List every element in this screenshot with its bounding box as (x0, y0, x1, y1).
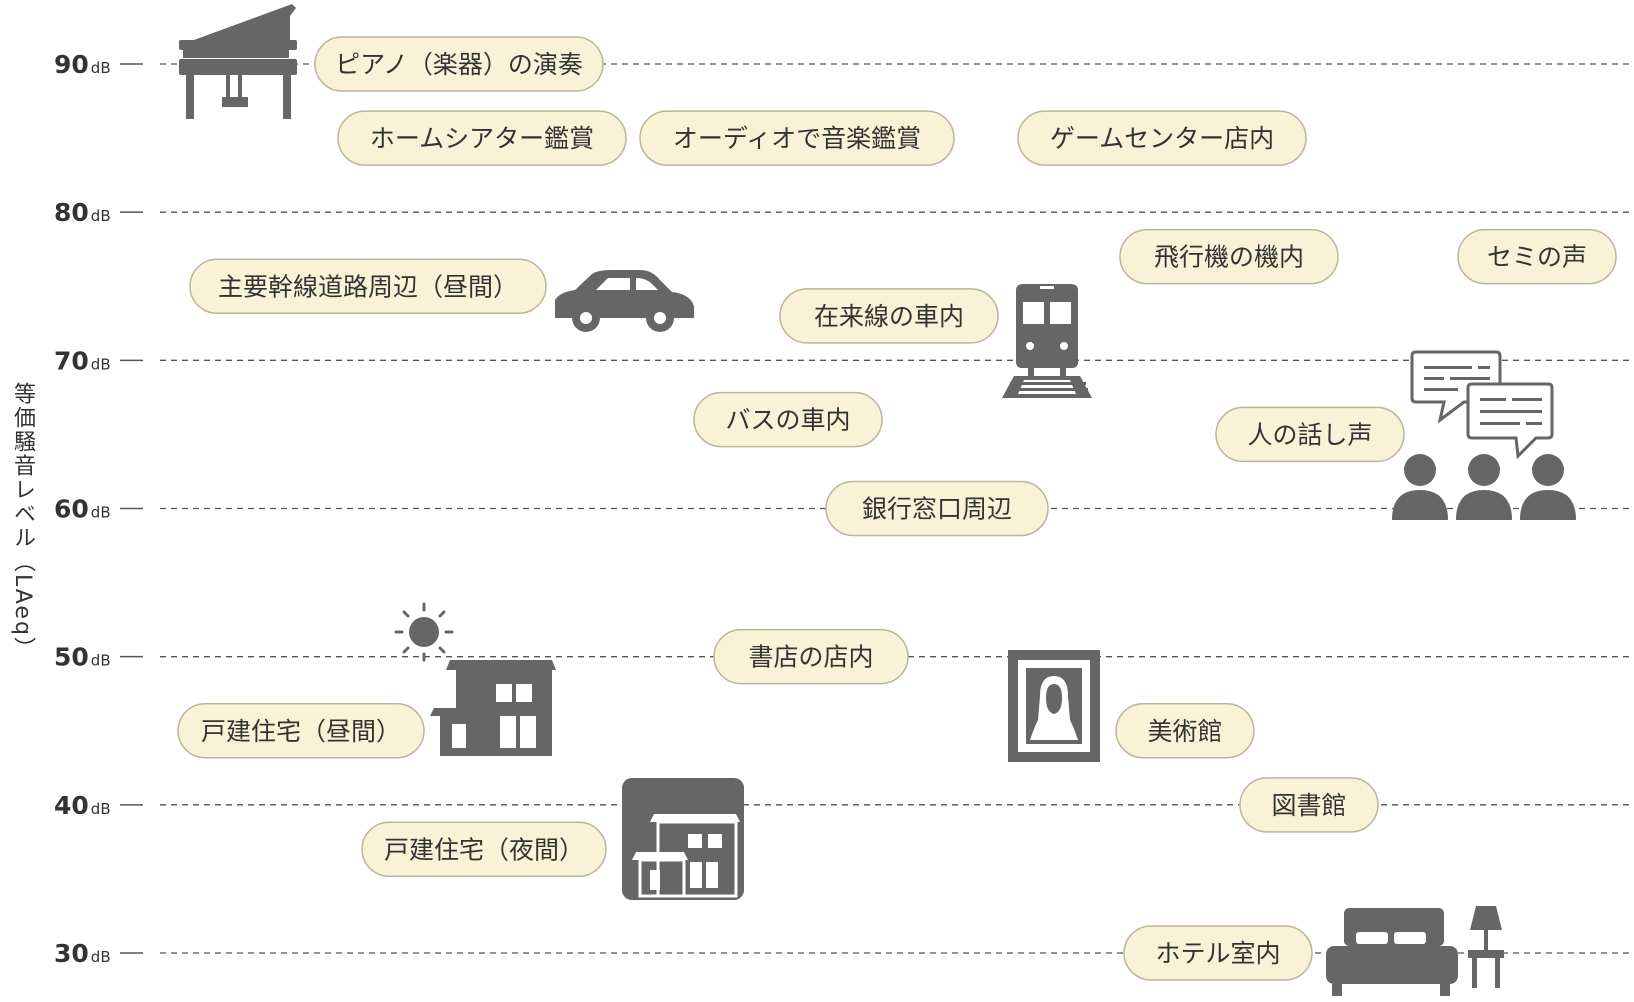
data-point-label: ゲームセンター店内 (1017, 110, 1307, 166)
label-text: 戸建住宅（昼間） (201, 717, 401, 746)
label-pill (177, 703, 425, 759)
data-point-label: 人の話し声 (1215, 406, 1405, 463)
label-pill (1115, 703, 1255, 759)
label-pill (361, 821, 607, 878)
y-axis-title-wrap: 等価騒音レベル（LAeq） (6, 382, 46, 661)
label-text: ホテル室内 (1155, 939, 1280, 968)
label-text: 戸建住宅（夜間） (384, 835, 584, 864)
label-text: 書店の店内 (748, 643, 873, 672)
label-pill (713, 628, 909, 685)
house-icon (430, 660, 556, 756)
label-pill (825, 480, 1049, 537)
label-pill (1457, 228, 1617, 285)
night-house-icon (622, 778, 744, 900)
label-text: 主要幹線道路周辺（昼間） (218, 272, 518, 301)
data-point-label: 主要幹線道路周辺（昼間） (189, 258, 547, 314)
icon-layer (179, 4, 1576, 996)
label-text: セミの声 (1487, 243, 1587, 272)
people-icon (1392, 454, 1576, 520)
data-point-label: セミの声 (1457, 228, 1617, 285)
label-pill (1017, 110, 1307, 166)
label-pill (1123, 925, 1313, 981)
data-point-label: 飛行機の機内 (1119, 228, 1339, 285)
label-pill (1239, 777, 1379, 833)
label-text: 美術館 (1147, 717, 1222, 746)
label-pill (337, 110, 627, 166)
data-point-label: 在来線の車内 (779, 288, 999, 344)
data-point-label: ピアノ（楽器）の演奏 (314, 36, 604, 92)
bed-icon (1326, 908, 1458, 996)
data-point-label: ホームシアター鑑賞 (337, 110, 627, 166)
data-point-label: 戸建住宅（夜間） (361, 821, 607, 878)
data-point-label: ホテル室内 (1123, 925, 1313, 981)
train-icon (1002, 284, 1092, 398)
car-icon (555, 270, 694, 332)
y-axis-title: 等価騒音レベル（LAeq） (10, 382, 35, 661)
piano-icon (179, 4, 297, 119)
data-point-label: 図書館 (1239, 777, 1379, 833)
label-text: 人の話し声 (1247, 420, 1372, 449)
label-text: 銀行窓口周辺 (862, 495, 1012, 524)
label-pill (779, 288, 999, 344)
speech-bubble-icon (1410, 350, 1554, 460)
label-pill (1215, 406, 1405, 463)
label-text: 在来線の車内 (814, 302, 964, 331)
label-pill (693, 391, 883, 448)
data-point-label: 美術館 (1115, 703, 1255, 759)
label-pill (1119, 228, 1339, 285)
label-text: バスの車内 (725, 406, 850, 435)
data-point-label: 戸建住宅（昼間） (177, 703, 425, 759)
sun-icon (394, 602, 454, 662)
label-text: 飛行機の機内 (1154, 243, 1304, 272)
label-text: ゲームセンター店内 (1050, 124, 1274, 153)
data-point-label: 書店の店内 (713, 628, 909, 685)
portrait-frame-icon (1008, 650, 1100, 762)
data-point-label: オーディオで音楽鑑賞 (639, 110, 955, 166)
label-text: オーディオで音楽鑑賞 (673, 124, 921, 153)
data-point-label: 銀行窓口周辺 (825, 480, 1049, 537)
label-text: ピアノ（楽器）の演奏 (335, 50, 583, 79)
label-pill (314, 36, 604, 92)
data-point-label: バスの車内 (693, 391, 883, 448)
label-text: 図書館 (1271, 791, 1346, 820)
lamp-icon (1468, 906, 1504, 988)
label-pill (639, 110, 955, 166)
label-text: ホームシアター鑑賞 (370, 124, 594, 153)
label-pill (189, 258, 547, 314)
